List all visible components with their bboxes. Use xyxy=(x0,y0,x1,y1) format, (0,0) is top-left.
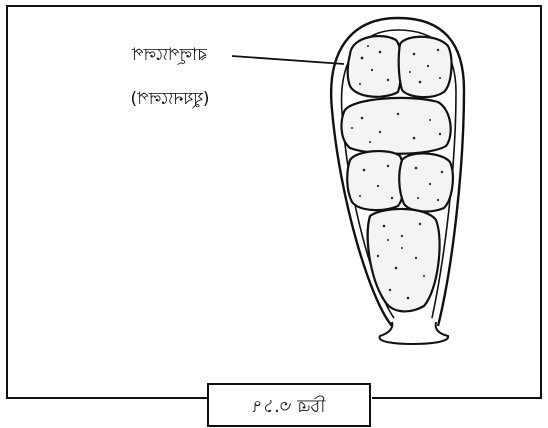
label-leader-line xyxy=(232,56,344,64)
ascospore xyxy=(347,151,404,210)
figure-caption: চিত্ৰ ৩.১৭ xyxy=(251,396,327,417)
ascospore xyxy=(368,209,440,311)
ascospore xyxy=(342,98,451,154)
ascospore xyxy=(348,36,402,97)
ascospore-label-line1: ৱালূপ্যলেপ xyxy=(131,45,208,65)
ascospore-label-line2: (যুযন্যলেপ) xyxy=(131,89,210,109)
ascospore xyxy=(399,153,453,211)
ascospores xyxy=(342,36,453,311)
ascospore xyxy=(399,37,452,97)
